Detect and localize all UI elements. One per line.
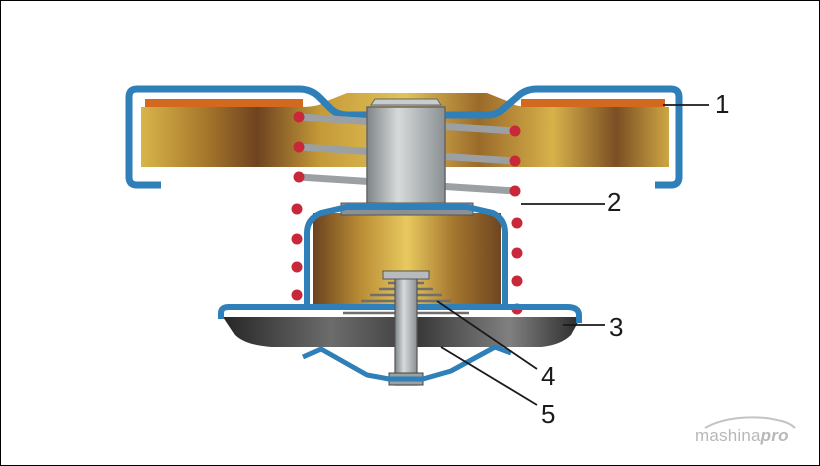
callout-1: 1 (715, 89, 730, 119)
spring-coil-end (291, 289, 303, 301)
spring-coil-end (511, 247, 523, 259)
spring-coil-end (293, 141, 305, 153)
car-silhouette-icon (704, 416, 796, 429)
watermark-logo: mashinapro (695, 414, 805, 450)
spring-coil-end (293, 171, 305, 183)
vacuum-valve-plate (301, 344, 512, 382)
watermark-text: mashinapro (695, 426, 789, 446)
spring-coil-end (511, 275, 523, 287)
callout-4: 4 (541, 361, 556, 391)
gasket-strip (145, 99, 665, 107)
spring-coil-end (291, 233, 303, 245)
spring-coil-end (293, 111, 305, 123)
valve-housing-shell (304, 204, 508, 309)
guide-post-top (370, 98, 442, 106)
vacuum-valve-stem (394, 274, 418, 386)
guide-post (366, 106, 446, 206)
callout-2: 2 (607, 187, 622, 217)
watermark-text-main: mashina (695, 426, 761, 445)
leader-line-5 (440, 346, 538, 406)
callout-3: 3 (609, 312, 624, 342)
valve-housing-fill (313, 213, 501, 307)
spring-coil-end (291, 203, 303, 215)
callout-5: 5 (541, 399, 556, 429)
spring-coil-end (291, 261, 303, 273)
spring-coil-end (509, 155, 521, 167)
spring-coil-end (511, 217, 523, 229)
leader-lines (436, 104, 709, 406)
spring-coil-end (509, 125, 521, 137)
watermark-text-bold: pro (760, 426, 789, 445)
spring-coil-end (509, 185, 521, 197)
leader-line-4 (436, 300, 538, 370)
vacuum-valve-head (382, 270, 430, 280)
